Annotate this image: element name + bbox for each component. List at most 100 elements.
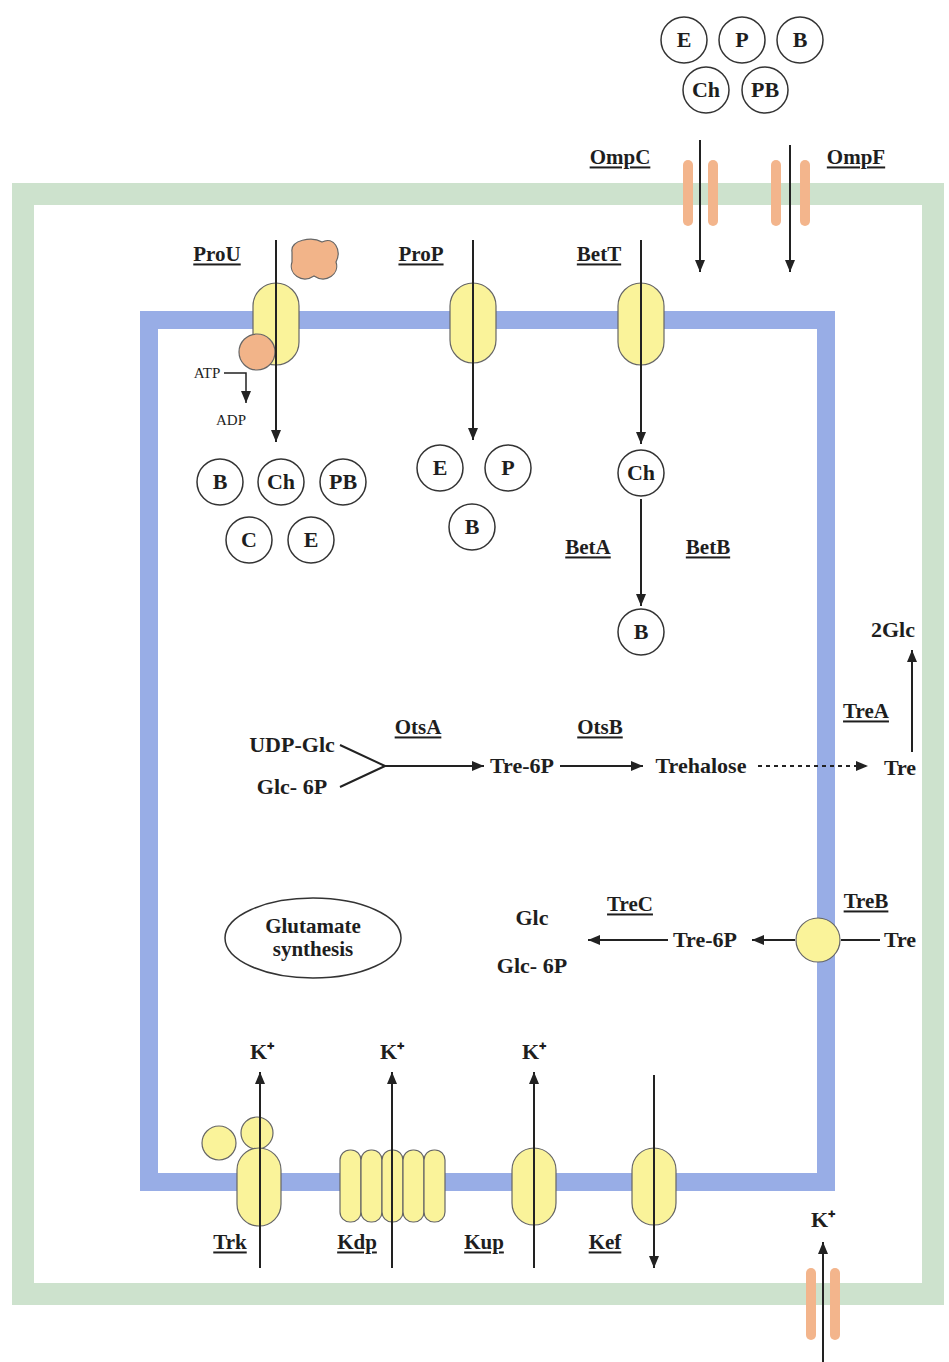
- circle-outline: [777, 17, 823, 63]
- molecule-circle: E: [660, 16, 708, 64]
- transporter: [361, 1150, 382, 1222]
- metabolite-label: Tre-6P: [490, 754, 554, 778]
- porin-bar: [683, 160, 693, 226]
- protein-label: BetA: [565, 536, 611, 559]
- protein-label: BetB: [686, 536, 730, 559]
- protein-label: Kef: [589, 1231, 622, 1254]
- metabolite-label: Tre-6P: [673, 928, 737, 952]
- protein-label: TreB: [844, 890, 889, 913]
- molecule-circle: Ch: [257, 458, 305, 506]
- molecule-name: PB: [751, 78, 779, 102]
- molecule-circle: B: [448, 503, 496, 551]
- circle-outline: [618, 450, 664, 496]
- flux-arrow: [699, 140, 701, 272]
- circle-outline: [320, 459, 366, 505]
- transporter: [424, 1150, 445, 1222]
- protein-label: OtsB: [577, 716, 623, 739]
- flux-arrow: [640, 240, 642, 444]
- circle-outline: [742, 67, 788, 113]
- process-name: Glutamate synthesis: [257, 915, 369, 961]
- atp-arrow: [224, 373, 246, 403]
- molecule-name: C: [241, 528, 257, 552]
- metabolite-label: K⁺: [811, 1208, 835, 1232]
- transporter: [241, 1117, 273, 1149]
- metabolite-label: K⁺: [380, 1040, 404, 1064]
- protein-label: ProU: [193, 243, 240, 266]
- molecule-circle: P: [718, 16, 766, 64]
- transporter: [403, 1150, 424, 1222]
- molecule-name: Ch: [692, 78, 720, 102]
- inner-membrane: [149, 320, 826, 1182]
- outer-membrane: [23, 194, 933, 1294]
- molecule-name: PB: [329, 470, 357, 494]
- molecule-circle: P: [484, 444, 532, 492]
- molecule-name: B: [793, 28, 808, 52]
- transporter: [340, 1150, 361, 1222]
- protein-label: ProP: [398, 243, 443, 266]
- porin-bar: [830, 1268, 840, 1340]
- protein-label: Kdp: [337, 1231, 377, 1254]
- molecule-circle: E: [416, 444, 464, 492]
- binding-protein: [291, 239, 338, 279]
- circle-outline: [661, 17, 707, 63]
- molecule-circle: PB: [741, 66, 789, 114]
- flux-arrow: [822, 1242, 824, 1362]
- molecule-circle: Ch: [617, 449, 665, 497]
- metabolite-label: 2Glc: [871, 618, 915, 642]
- flux-arrow: [391, 1072, 393, 1268]
- metabolite-label: Tre: [884, 756, 916, 780]
- molecule-circle: E: [287, 516, 335, 564]
- metabolite-label: Glc- 6P: [497, 954, 567, 978]
- molecule-circle: B: [776, 16, 824, 64]
- metabolite-label: Glc: [516, 906, 549, 930]
- reaction-arrow: [640, 499, 642, 606]
- reaction-arrow: [560, 765, 643, 767]
- reaction-arrow: [752, 939, 795, 941]
- flux-arrow: [789, 145, 791, 272]
- molecule-name: B: [634, 620, 649, 644]
- circle-outline: [258, 459, 304, 505]
- transporter: [796, 918, 840, 962]
- flux-arrow: [472, 240, 474, 440]
- molecule-name: E: [677, 28, 692, 52]
- molecule-circle: B: [617, 608, 665, 656]
- protein-label: TreC: [607, 893, 653, 916]
- reaction-arrow: [588, 939, 668, 941]
- circle-outline: [683, 67, 729, 113]
- porin-bar: [771, 160, 781, 226]
- molecule-name: Ch: [627, 461, 655, 485]
- transporter: [202, 1126, 236, 1160]
- molecule-name: E: [433, 456, 448, 480]
- flux-arrow: [653, 1075, 655, 1268]
- merge-lines: [340, 745, 385, 787]
- molecule-name: P: [501, 456, 514, 480]
- flux-arrow: [275, 240, 277, 442]
- molecule-name: P: [735, 28, 748, 52]
- protein-label: Trk: [213, 1231, 246, 1254]
- protein-label: OmpF: [827, 146, 885, 169]
- protein-label: BetT: [577, 243, 621, 266]
- uptake-line: [841, 939, 880, 941]
- protein-label: Kup: [464, 1231, 504, 1254]
- protein-label: TreA: [843, 700, 889, 723]
- molecule-name: B: [213, 470, 228, 494]
- porin-bar: [806, 1268, 816, 1340]
- circle-outline: [485, 445, 531, 491]
- flux-arrow: [533, 1072, 535, 1268]
- metabolite-label: UDP-Glc: [249, 733, 335, 757]
- metabolite-label: Trehalose: [656, 754, 747, 778]
- porin-bar: [800, 160, 810, 226]
- protein-label: OtsA: [395, 716, 442, 739]
- metabolite-label: ADP: [216, 412, 246, 429]
- circle-outline: [417, 445, 463, 491]
- molecule-name: B: [465, 515, 480, 539]
- molecule-circle: Ch: [682, 66, 730, 114]
- circle-outline: [449, 504, 495, 550]
- ellipse-outline: [225, 898, 401, 978]
- circle-outline: [288, 517, 334, 563]
- reaction-arrow: [385, 765, 484, 767]
- circle-outline: [226, 517, 272, 563]
